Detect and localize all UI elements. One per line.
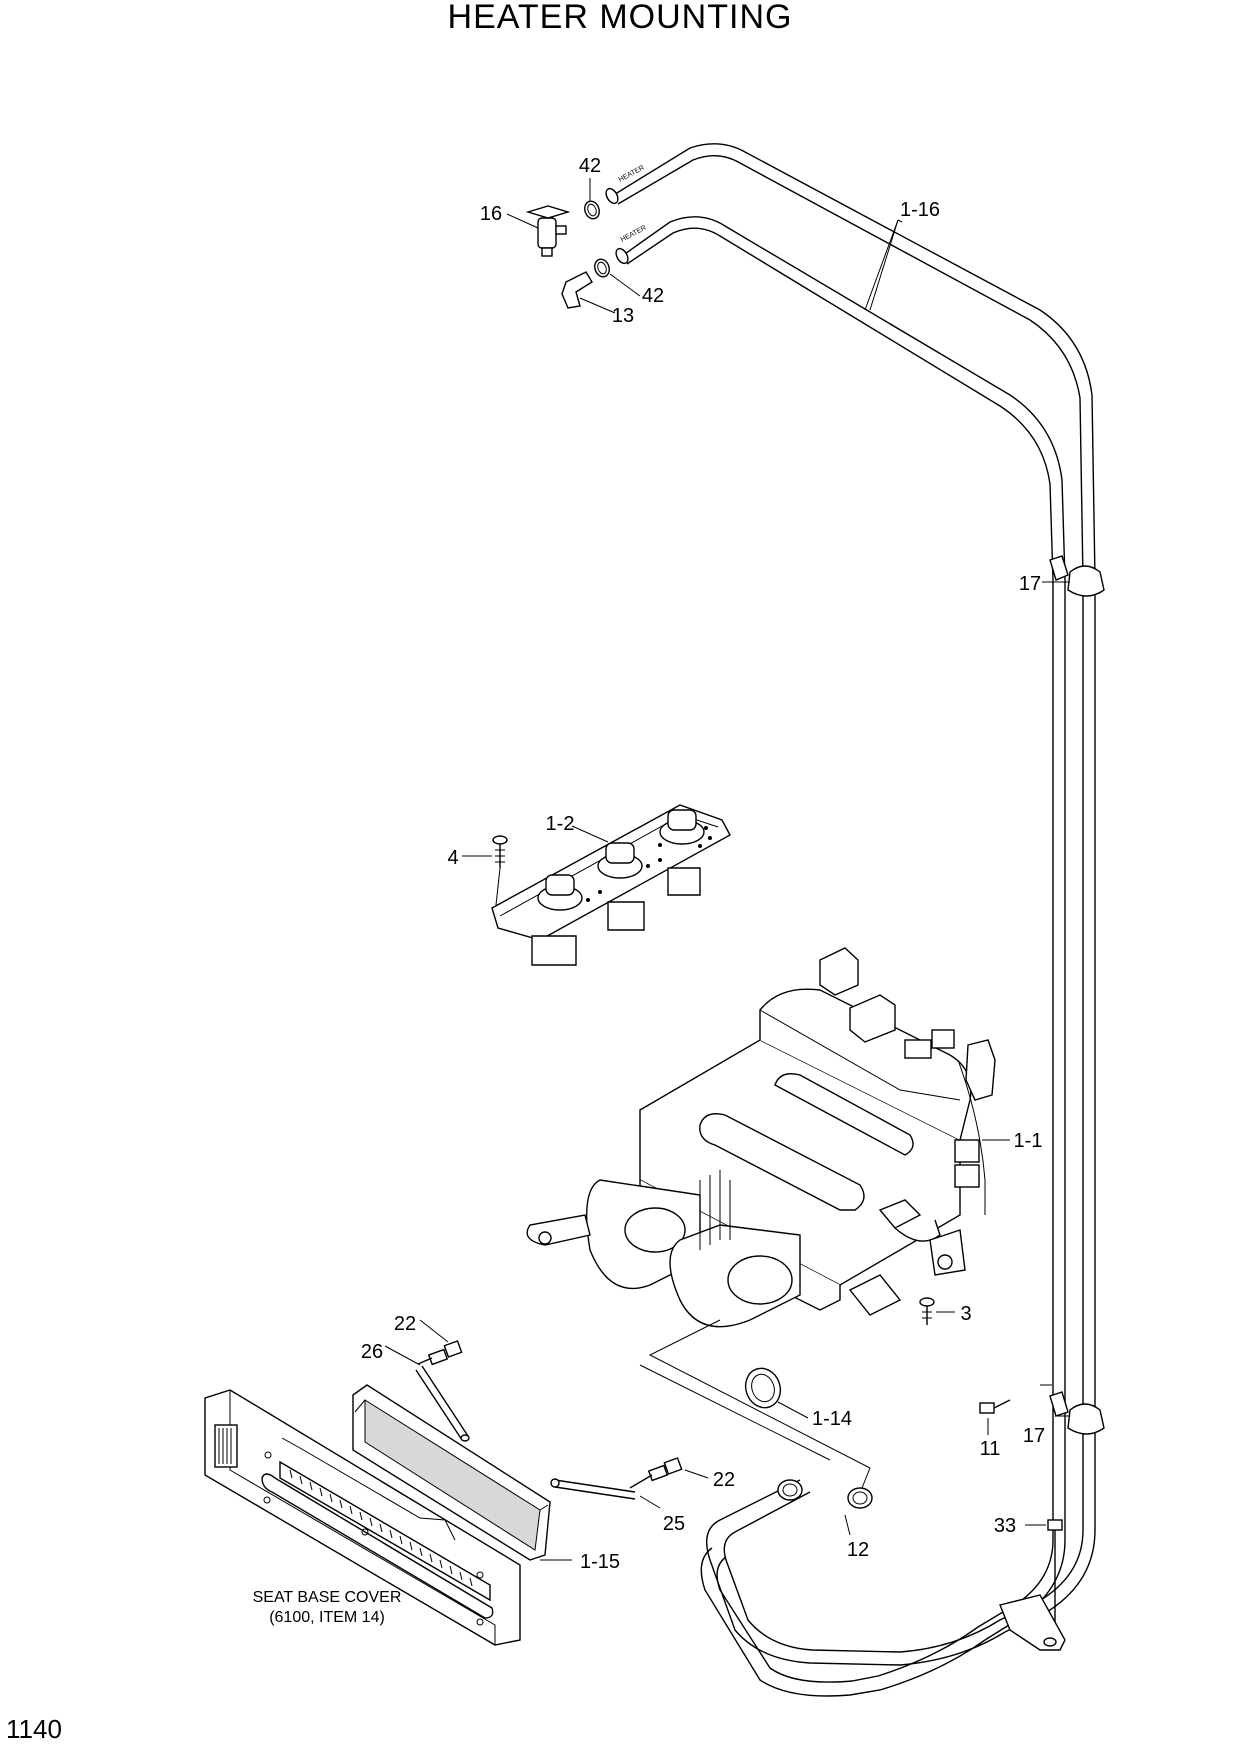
callout-42-upper: 42 [579,155,601,177]
screw-4-part [492,835,508,906]
leader-26 [384,1345,421,1366]
leader-12 [844,1514,851,1536]
hose-label-upper: HEATER [618,164,646,183]
leader-1-2 [571,825,609,843]
leader-25 [639,1495,661,1509]
leader-22b [684,1469,709,1479]
hose-clip-lower-part [1049,1391,1105,1435]
leader-1-14 [777,1401,809,1419]
callout-3: 3 [960,1303,971,1325]
callout-17-lower: 17 [1023,1425,1045,1447]
callout-33: 33 [994,1515,1016,1537]
elbow-fitting-part [561,271,593,309]
cover-vent-left [214,1424,238,1468]
hose-clamp-12-part [777,1479,873,1509]
hose-clamp-upper-part [584,200,600,220]
callout-4: 4 [447,847,458,869]
screw-3-part [919,1297,935,1325]
heater-hose-assembly [605,143,1096,1697]
callout-22-upper: 22 [394,1313,416,1335]
rod-25-part [550,1478,636,1500]
bolt-11-part [979,1399,1011,1414]
callout-13: 13 [612,305,634,327]
page-number: 1140 [6,1714,62,1744]
callout-1-16: 1-16 [900,199,940,221]
hose-clip-upper-part [1042,555,1105,597]
rod-26-part [415,1365,470,1442]
callout-1-15: 1-15 [580,1551,620,1573]
callout-12: 12 [847,1539,869,1561]
control-panel-part [491,804,731,966]
callout-22-lower: 22 [713,1469,735,1491]
leader-22a [419,1319,449,1343]
bolt-22-upper-part [417,1340,463,1366]
callout-1-2: 1-2 [546,813,575,835]
callout-1-14: 1-14 [812,1408,852,1430]
callout-25: 25 [663,1513,685,1535]
callout-26: 26 [361,1341,383,1363]
callout-17-upper: 17 [1019,573,1041,595]
grommet-part [744,1367,782,1409]
routing-guide-line [648,1319,871,1489]
seat-base-cover-part [204,1389,521,1646]
page-title: HEATER MOUNTING [448,0,793,36]
hose-bracket-lower-part [999,1594,1066,1651]
callout-16: 16 [480,203,502,225]
bolt-22-lower-part [629,1457,683,1489]
heater-unit-part [526,947,996,1328]
leader-lines-top [506,178,903,314]
seat-base-cover-note-line1: SEAT BASE COVER [253,1589,402,1606]
air-filter-part [352,1384,551,1561]
hose-clamp-lower-part [594,258,610,278]
callout-11: 11 [980,1438,1001,1460]
callout-1-1: 1-1 [1014,1130,1043,1152]
seat-base-cover-note-line2: (6100, ITEM 14) [269,1609,385,1626]
callout-42-lower: 42 [642,285,664,307]
water-valve-part [525,205,571,257]
